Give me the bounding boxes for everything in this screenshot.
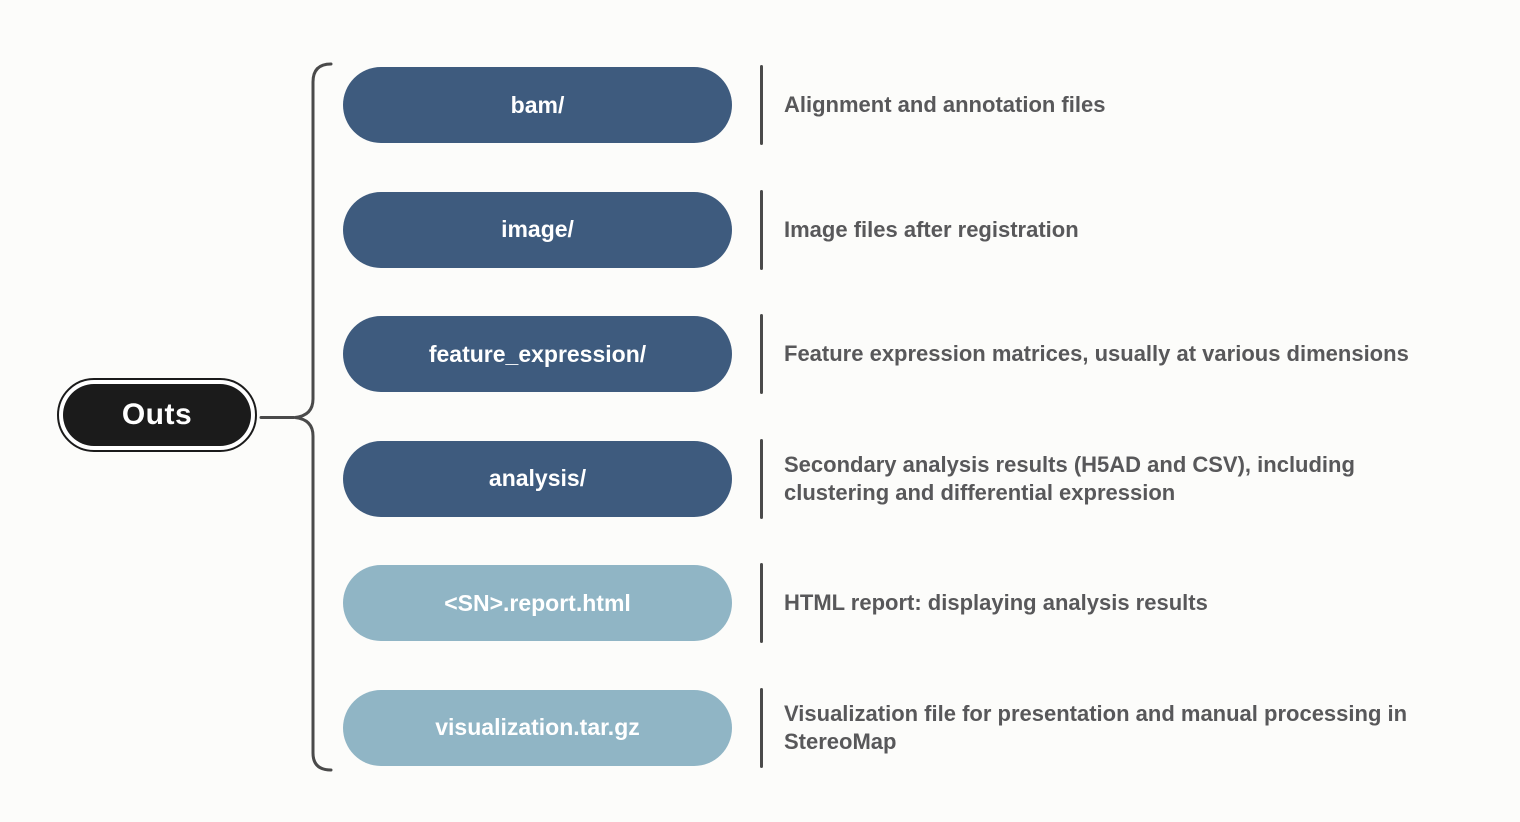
node-label: analysis/ [488, 465, 587, 491]
curly-brace [294, 62, 333, 772]
diagram-row: feature_expression/ Feature expression m… [343, 314, 1449, 394]
diagram-row: bam/ Alignment and annotation files [343, 65, 1449, 145]
node-pill[interactable]: bam/ [343, 67, 732, 143]
node-description: Visualization file for presentation and … [784, 700, 1408, 754]
row-divider [760, 687, 763, 768]
root-node-inner: Outs [63, 384, 251, 446]
row-divider [760, 189, 763, 270]
row-divider [760, 65, 763, 145]
node-label: feature_expression/ [428, 340, 647, 367]
node-label: <SN>.report.html [444, 589, 631, 616]
rows-container: bam/ Alignment and annotation files imag… [343, 65, 1449, 768]
diagram-row: image/ Image files after registration [343, 189, 1449, 270]
node-description: Secondary analysis results (H5AD and CSV… [784, 451, 1355, 505]
root-node-outs[interactable]: Outs [57, 378, 257, 452]
node-pill[interactable]: image/ [343, 191, 732, 268]
row-divider [760, 314, 763, 394]
node-pill[interactable]: feature_expression/ [343, 316, 732, 392]
node-label: visualization.tar.gz [435, 714, 640, 740]
row-divider [760, 563, 763, 643]
diagram-row: <SN>.report.html HTML report: displaying… [343, 563, 1449, 643]
row-divider [760, 438, 763, 519]
node-pill[interactable]: <SN>.report.html [343, 565, 732, 641]
node-label: image/ [501, 216, 574, 242]
root-label: Outs [121, 398, 193, 431]
node-description: HTML report: displaying analysis results [784, 590, 1208, 615]
node-description: Feature expression matrices, usually at … [784, 341, 1409, 366]
diagram-row: analysis/ Secondary analysis results (H5… [343, 438, 1449, 519]
node-pill[interactable]: analysis/ [343, 440, 732, 517]
diagram-row: visualization.tar.gz Visualization file … [343, 687, 1449, 768]
node-description: Image files after registration [784, 216, 1079, 242]
node-label: bam/ [510, 91, 565, 118]
node-pill[interactable]: visualization.tar.gz [343, 689, 732, 766]
node-description: Alignment and annotation files [784, 92, 1106, 117]
